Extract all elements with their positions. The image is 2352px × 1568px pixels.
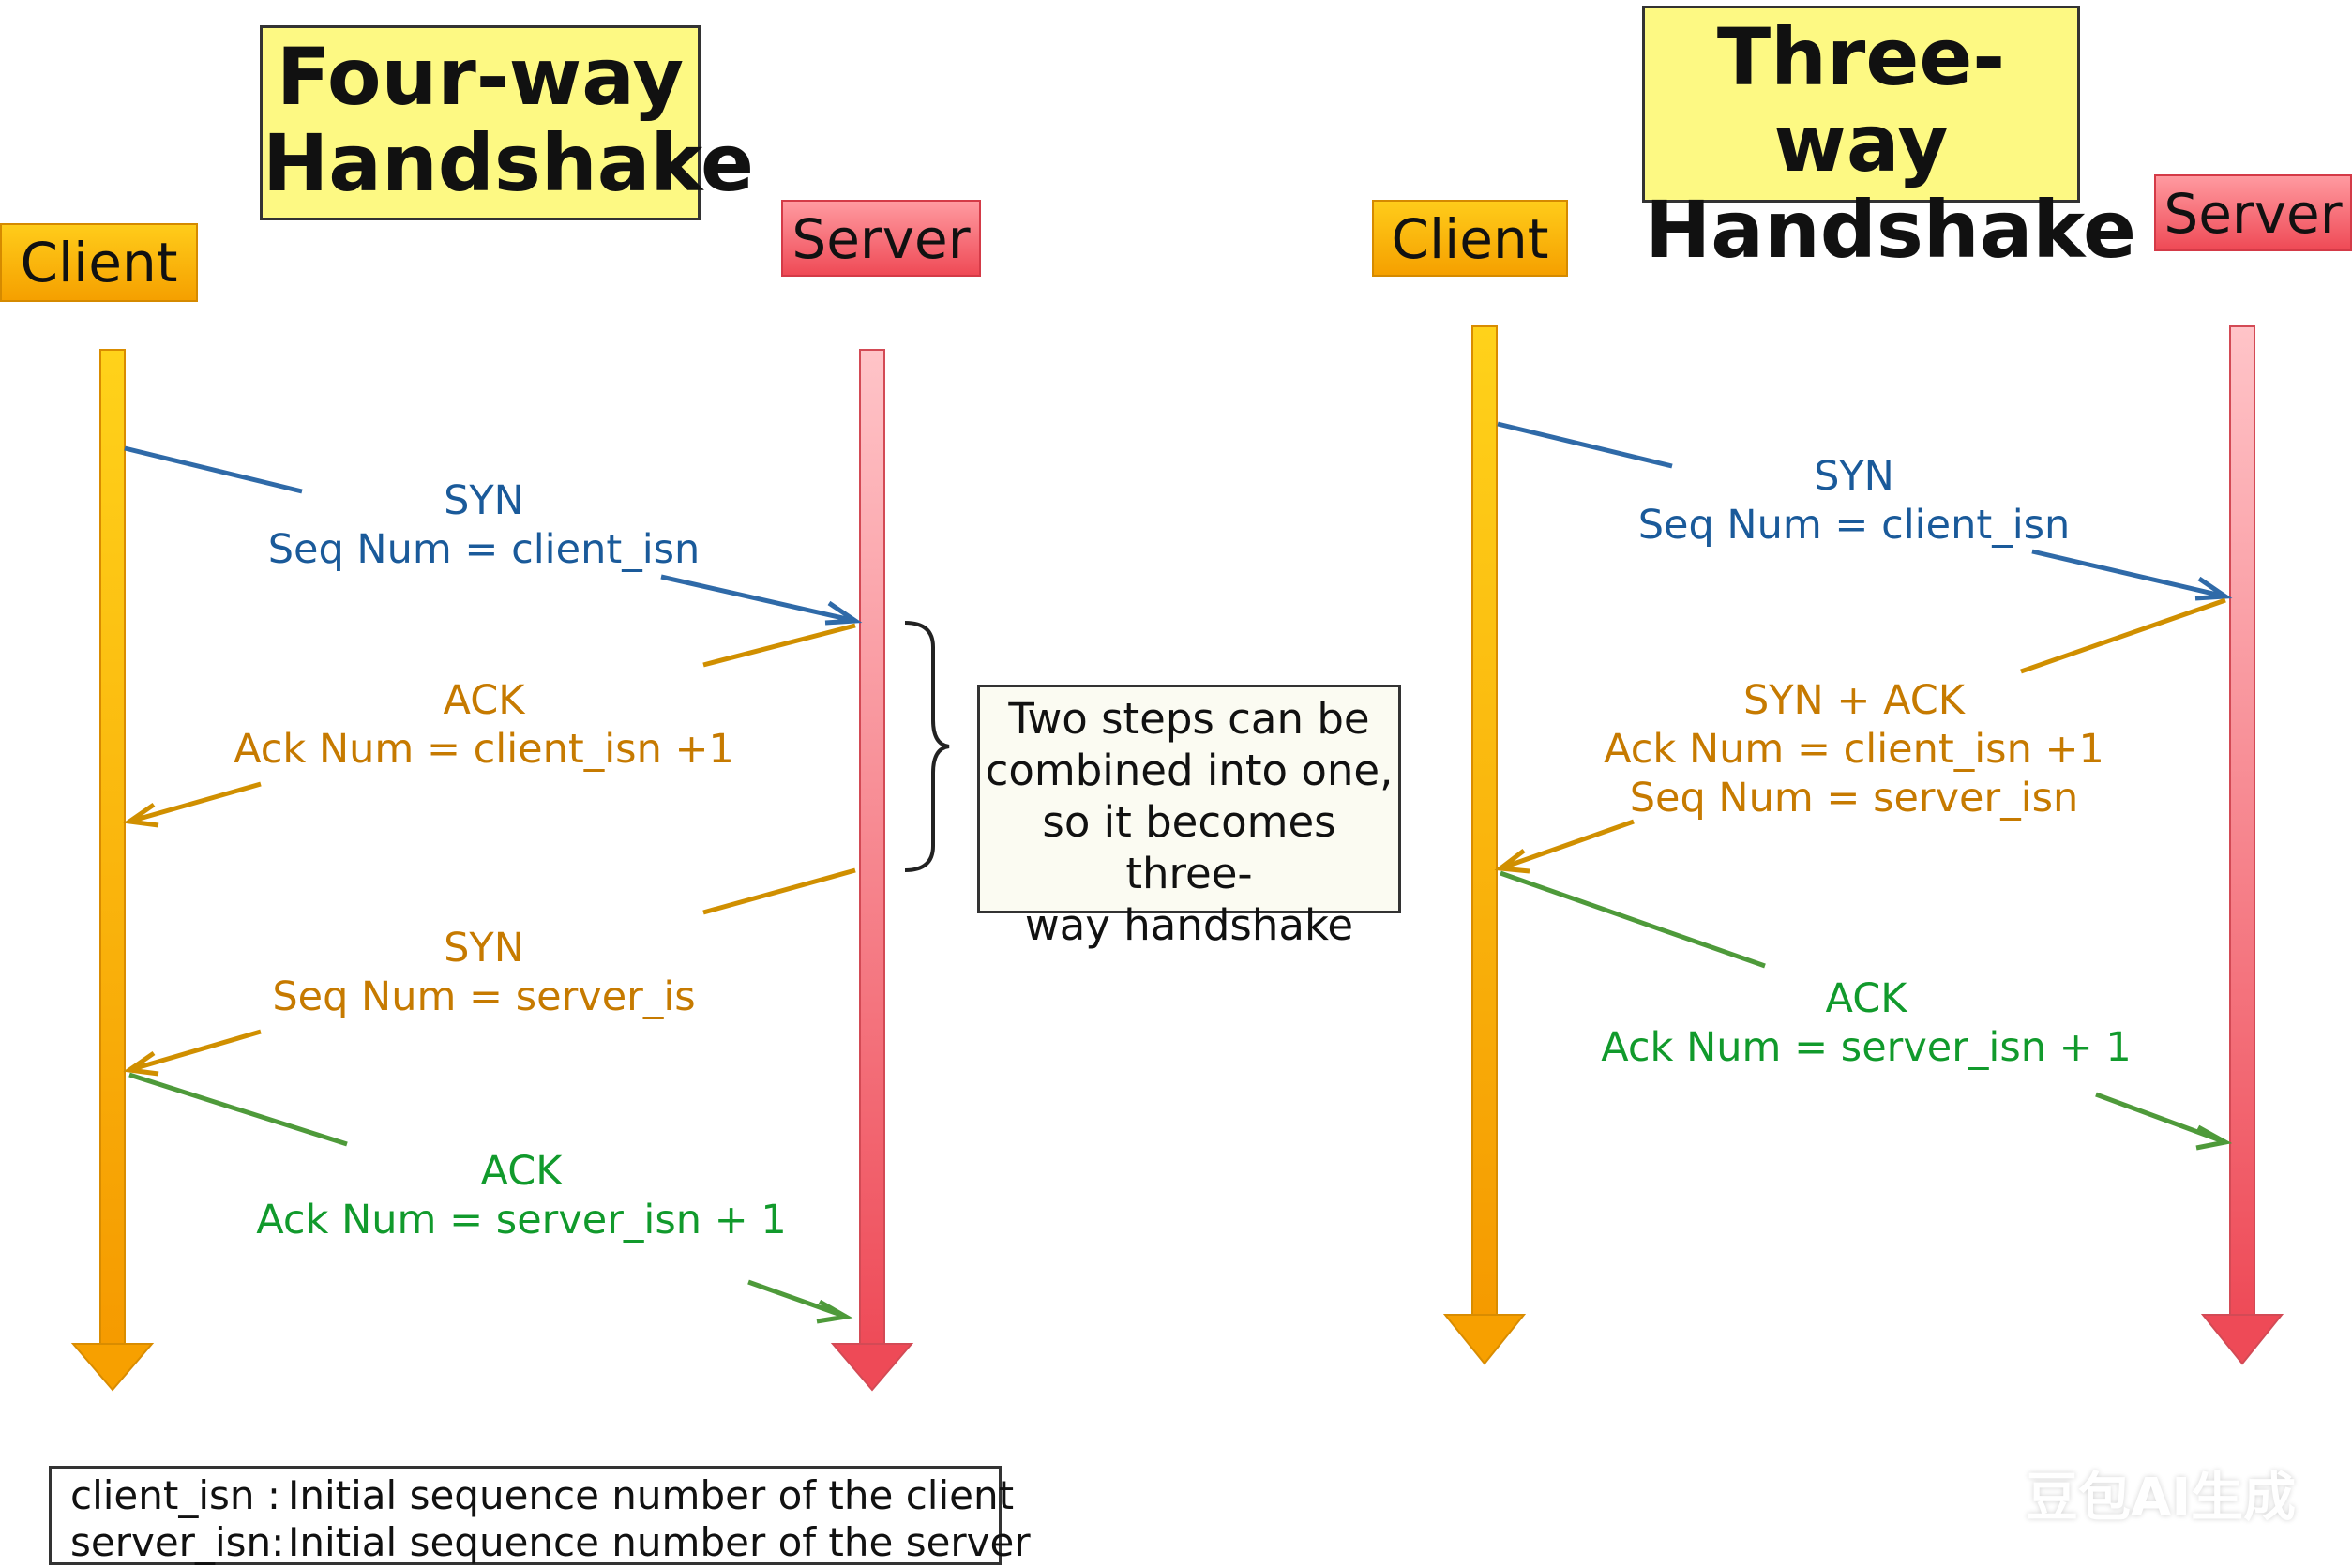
combine-steps-note: Two steps can be combined into one, so i…	[977, 685, 1401, 950]
three-way-syn-message: SYN Seq Num = client_isn	[1638, 452, 2071, 550]
three-way-server-label: Server	[2154, 174, 2352, 251]
message-detail: Ack Num = client_isn +1	[1604, 726, 2104, 773]
four-way-syn-message: SYN Seq Num = client_isn	[268, 476, 701, 574]
four-way-client-lifeline	[70, 349, 155, 1392]
legend: client_isn :Initial sequence number of t…	[49, 1466, 1031, 1566]
three-way-client-label: Client	[1372, 200, 1568, 277]
message-detail: Seq Num = server_is	[272, 973, 696, 1020]
four-way-final-ack-message: ACK Ack Num = server_isn + 1	[256, 1147, 787, 1244]
legend-definition: Initial sequence number of the server	[288, 1519, 1031, 1565]
message-label: ACK	[1825, 975, 1907, 1022]
four-way-syn-arrow	[124, 445, 863, 626]
three-way-ack-arrow	[1500, 870, 2233, 1151]
message-detail: Seq Num = client_isn	[267, 526, 701, 573]
three-way-syn-arrow	[1497, 421, 2233, 601]
message-label: ACK	[480, 1148, 563, 1195]
note-line: so it becomes three-	[1042, 797, 1336, 898]
three-way-title: Three-way Handshake	[1642, 6, 2136, 273]
four-way-ack-message: ACK Ack Num = client_isn +1	[234, 676, 734, 774]
three-way-syn-ack-message: SYN + ACK Ack Num = client_isn +1 Seq Nu…	[1604, 676, 2104, 822]
four-way-title-line2: Handshake	[263, 117, 754, 209]
legend-term: server_isn:	[70, 1519, 285, 1565]
message-detail: Ack Num = server_isn + 1	[1601, 1024, 2132, 1071]
four-way-server-label: Server	[781, 200, 981, 277]
message-label: SYN	[444, 925, 524, 972]
three-way-ack-message: ACK Ack Num = server_isn + 1	[1601, 974, 2132, 1072]
legend-term: client_isn :	[70, 1472, 281, 1518]
message-label: SYN	[444, 477, 524, 524]
note-line: Two steps can be	[1008, 694, 1370, 744]
message-label: ACK	[443, 677, 525, 724]
note-line: way handshake	[1024, 900, 1354, 950]
legend-row-server-isn: server_isn:Initial sequence number of th…	[70, 1519, 1031, 1566]
four-way-final-ack-arrow	[128, 1072, 853, 1324]
message-label: SYN	[1814, 453, 1894, 500]
message-detail: Seq Num = server_isn	[1629, 775, 2079, 822]
grouping-brace	[904, 621, 950, 872]
legend-definition: Initial sequence number of the client	[288, 1472, 1015, 1518]
three-way-syn-ack-arrow	[1494, 597, 2226, 874]
message-label: SYN + ACK	[1743, 677, 1965, 724]
three-way-title-line2: Handshake	[1645, 184, 2136, 276]
watermark: 豆包AI生成	[2026, 1468, 2297, 1529]
four-way-server-lifeline	[830, 349, 914, 1392]
message-detail: Ack Num = server_isn + 1	[256, 1197, 787, 1244]
four-way-client-label: Client	[0, 223, 198, 302]
four-way-server-syn-message: SYN Seq Num = server_is	[272, 924, 695, 1021]
note-line: combined into one,	[985, 746, 1394, 795]
legend-row-client-isn: client_isn :Initial sequence number of t…	[70, 1472, 1014, 1519]
four-way-server-syn-arrow	[123, 867, 856, 1077]
four-way-title-line1: Four-way	[276, 31, 685, 123]
three-way-title-line1: Three-way	[1716, 11, 2006, 189]
three-way-server-lifeline	[2200, 325, 2284, 1365]
message-detail: Ack Num = client_isn +1	[234, 726, 734, 773]
three-way-client-lifeline	[1442, 325, 1527, 1365]
four-way-title: Four-way Handshake	[260, 25, 754, 220]
message-detail: Seq Num = client_isn	[1637, 502, 2071, 549]
four-way-ack-arrow	[123, 623, 856, 828]
